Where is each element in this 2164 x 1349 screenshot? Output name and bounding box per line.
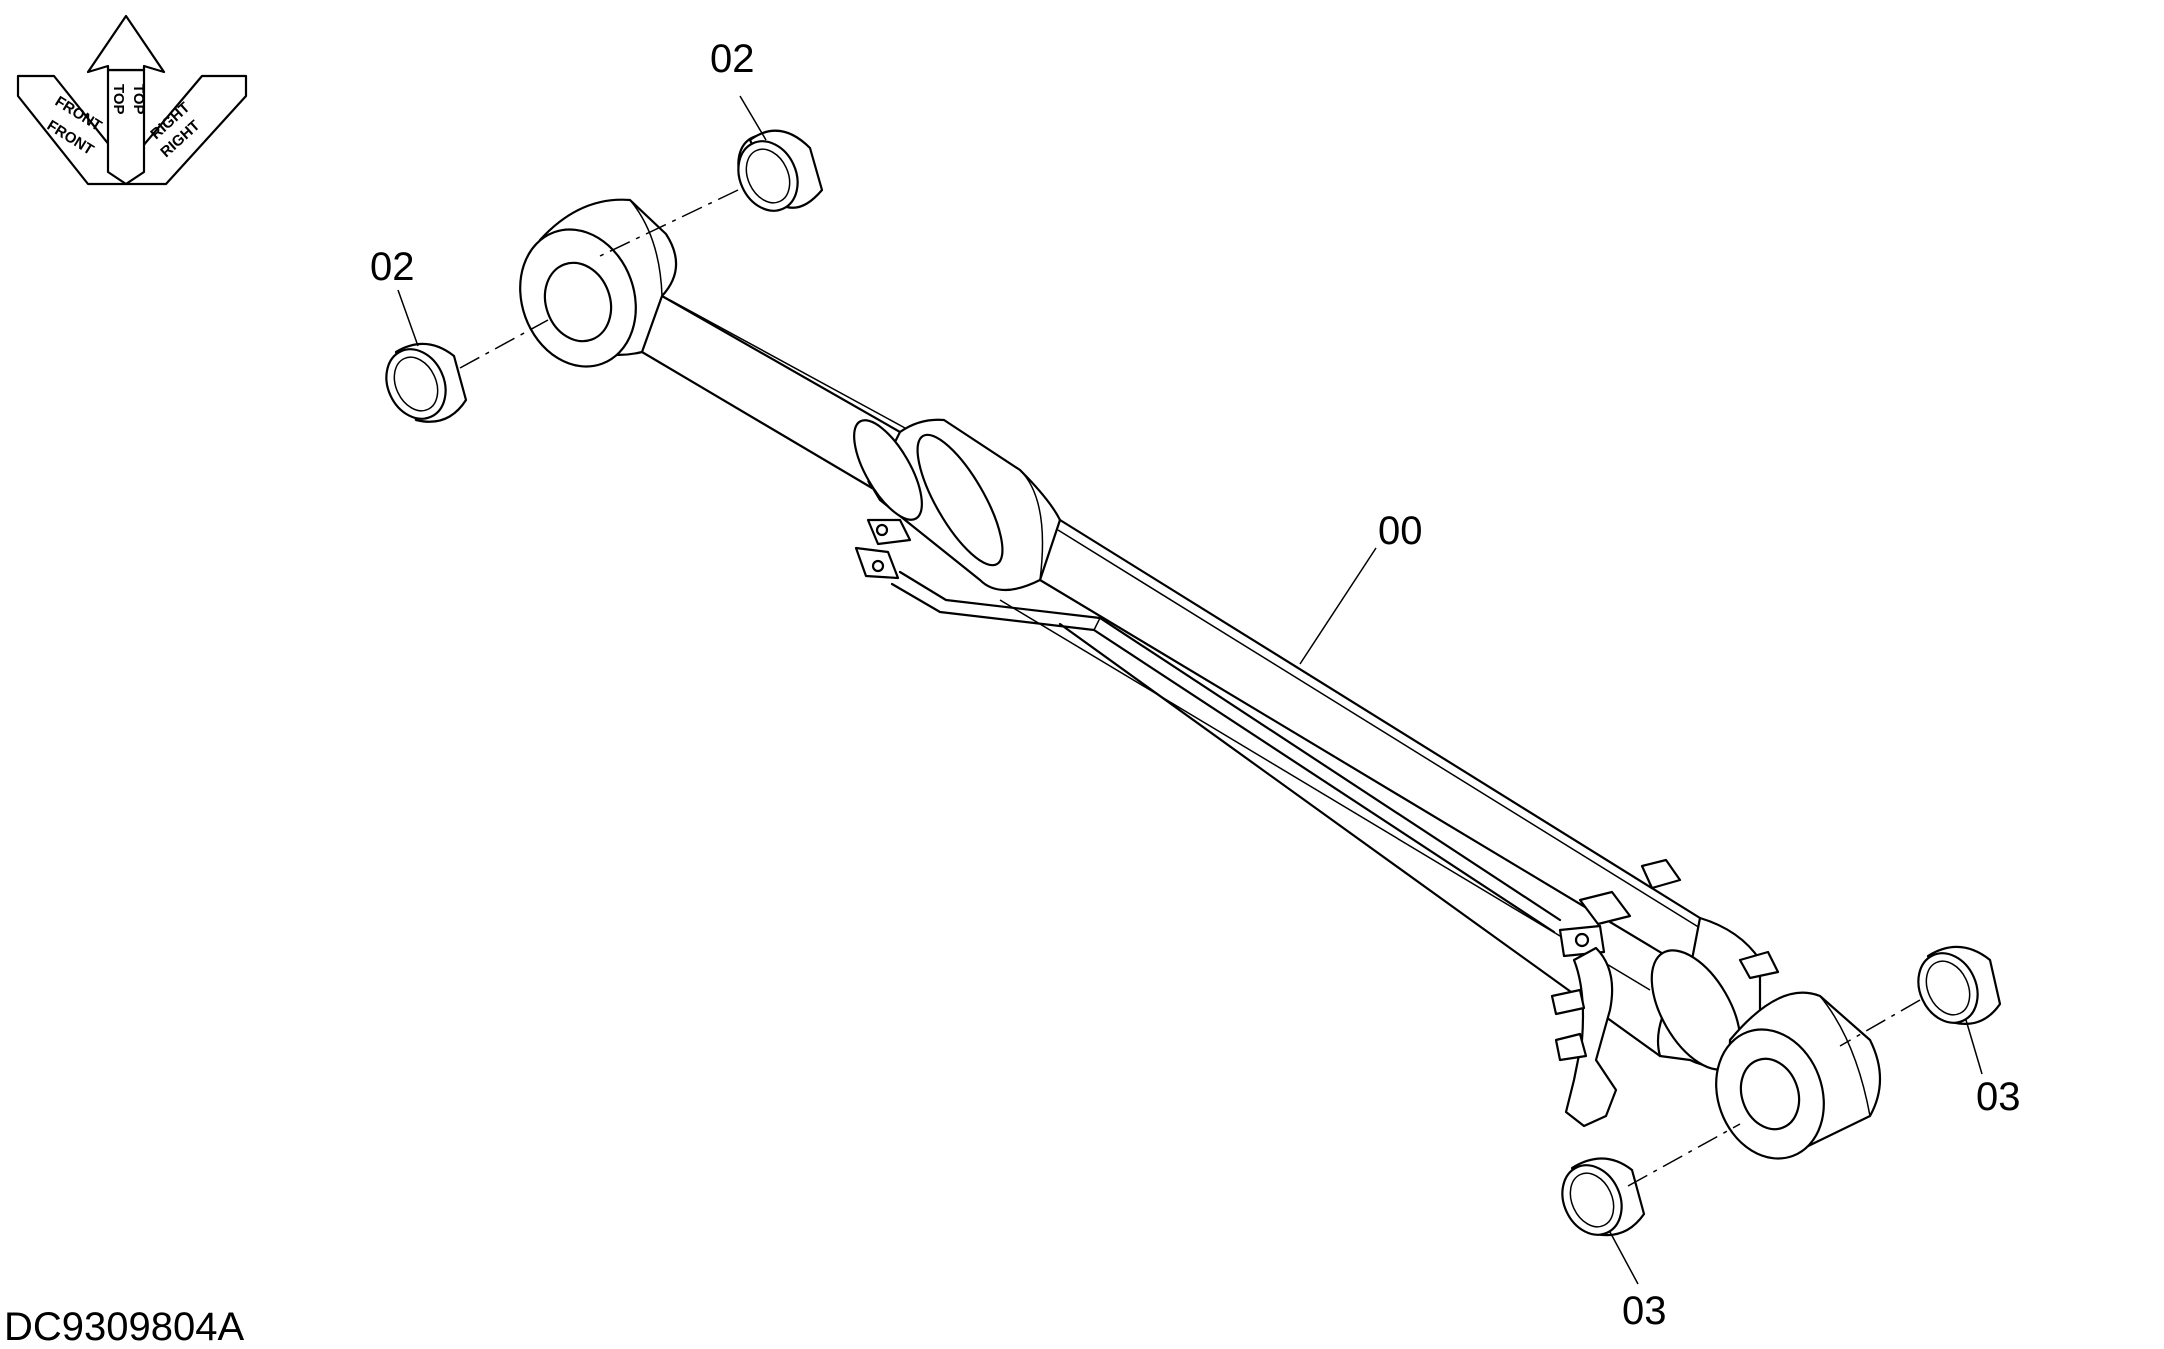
drawing-number: DC9309804A [4,1305,244,1349]
bushing-02-top [737,129,824,212]
callout-02-left: 02 [370,245,415,289]
callout-03-bottom: 03 [1622,1289,1667,1333]
orientation-top-label-left: TOP [110,84,127,115]
orientation-top-label-right: TOP [130,84,147,115]
callout-03-right: 03 [1976,1075,2021,1119]
orientation-symbol: FRONT FRONT TOP TOP RIGHT RIGHT [16,14,248,186]
bushing-02-left [385,342,468,423]
bushing-03-right [1917,945,2002,1025]
hydraulic-cylinder [519,198,1882,1160]
bushing-03-bottom [1561,1157,1646,1237]
callout-02-top: 02 [710,37,755,81]
leader-lines [397,95,1983,1285]
callout-00: 00 [1378,509,1423,553]
center-lines [459,189,1921,1187]
